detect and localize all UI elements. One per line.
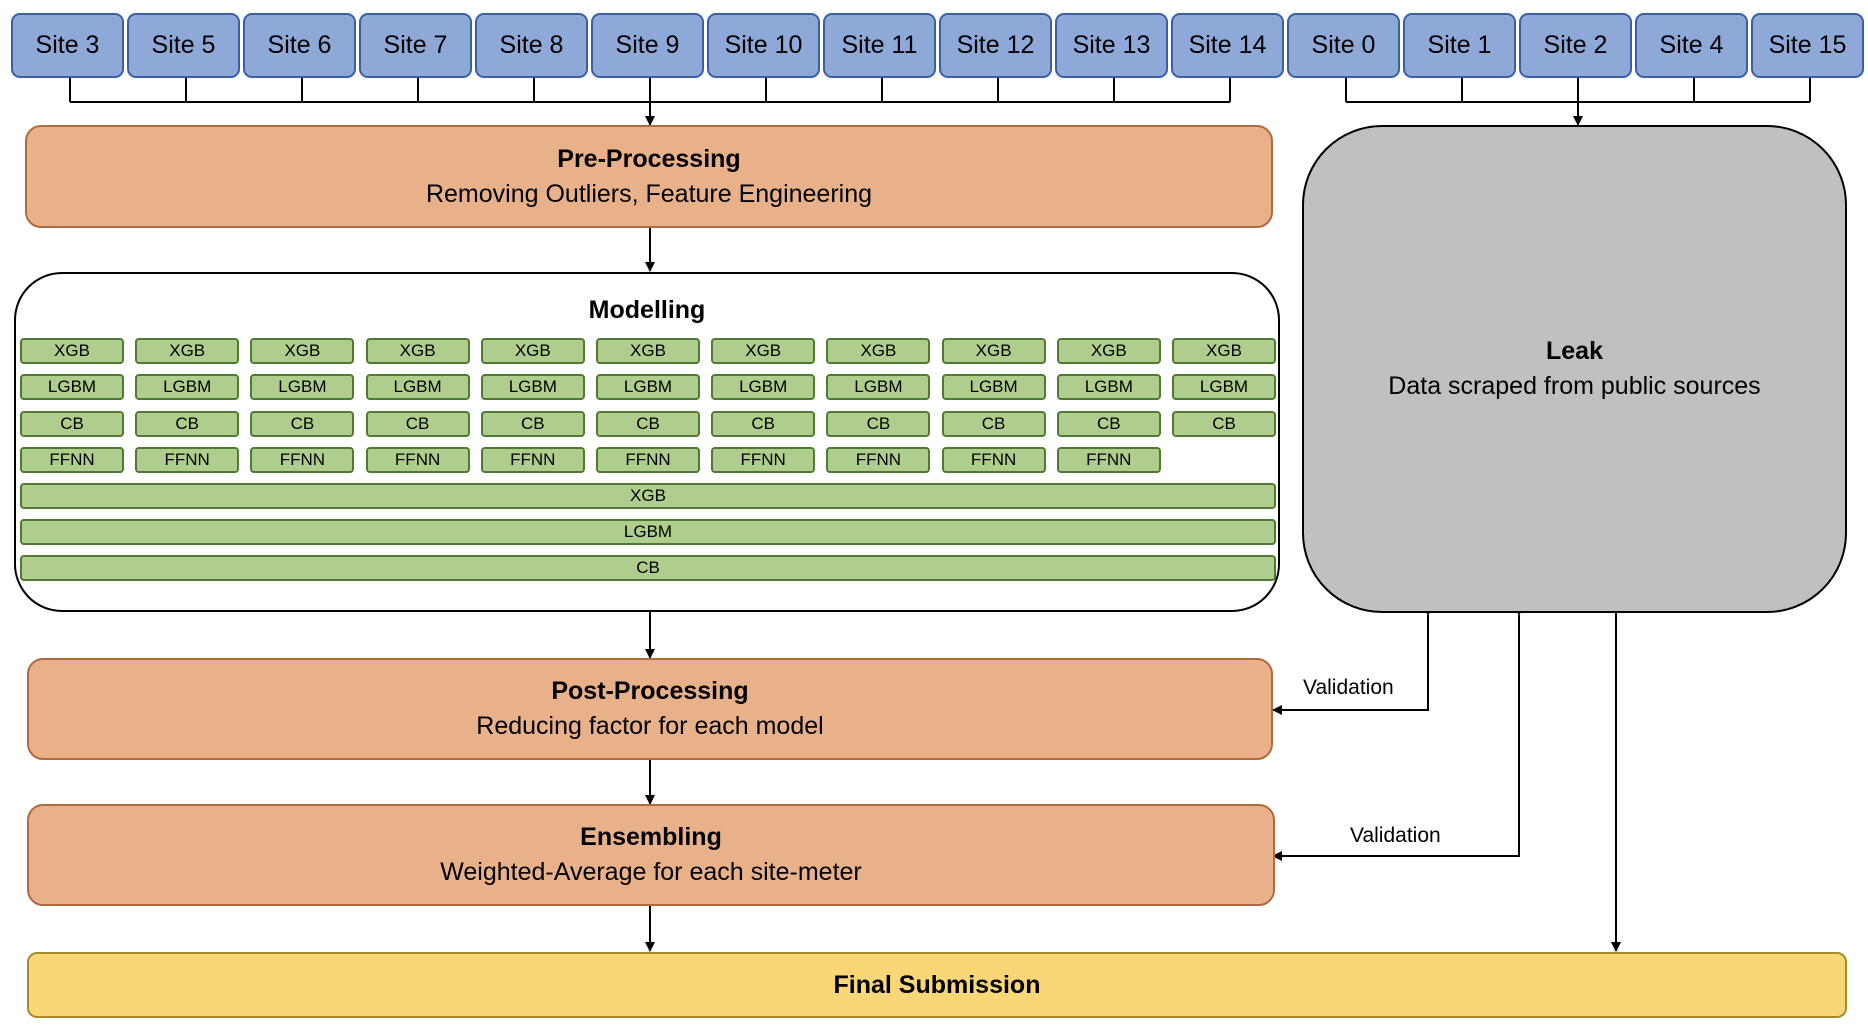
model-cb-9: CB <box>1056 411 1161 437</box>
model-xgb-8: XGB <box>941 338 1046 364</box>
site-box-left-6: Site 10 <box>707 13 820 78</box>
model-xgb-4: XGB <box>480 338 585 364</box>
model-lgbm-0: LGBM <box>20 374 124 400</box>
postprocessing-title: Post-Processing <box>551 677 749 705</box>
model-ffnn-4: FFNN <box>480 447 585 473</box>
model-xgb-6: XGB <box>711 338 816 364</box>
site-box-right-0: Site 0 <box>1287 13 1400 78</box>
global-model-cb: CB <box>20 555 1276 581</box>
model-ffnn-9: FFNN <box>1056 447 1161 473</box>
model-lgbm-1: LGBM <box>135 374 240 400</box>
model-ffnn-3: FFNN <box>365 447 470 473</box>
model-lgbm-5: LGBM <box>596 374 700 400</box>
site-box-left-10: Site 14 <box>1171 13 1284 78</box>
model-cb-8: CB <box>941 411 1046 437</box>
postprocessing-box: Post-Processing Reducing factor for each… <box>27 658 1273 760</box>
site-box-left-8: Site 12 <box>939 13 1052 78</box>
model-cb-1: CB <box>135 411 240 437</box>
model-lgbm-10: LGBM <box>1172 374 1276 400</box>
model-row-cb: CB CB CB CB CB CB CB CB CB CB CB <box>20 411 1276 437</box>
model-xgb-2: XGB <box>250 338 355 364</box>
final-submission-title: Final Submission <box>833 970 1041 999</box>
site-box-left-2: Site 6 <box>243 13 356 78</box>
modelling-title: Modelling <box>588 296 706 324</box>
model-cb-7: CB <box>826 411 931 437</box>
model-cb-2: CB <box>250 411 355 437</box>
model-ffnn-7: FFNN <box>826 447 931 473</box>
model-ffnn-5: FFNN <box>596 447 700 473</box>
site-box-left-7: Site 11 <box>823 13 936 78</box>
site-box-left-0: Site 3 <box>11 13 124 78</box>
model-row-lgbm: LGBM LGBM LGBM LGBM LGBM LGBM LGBM LGBM LGBM LGBM… <box>20 374 1276 400</box>
model-ffnn-6: FFNN <box>711 447 816 473</box>
site-box-left-4: Site 8 <box>475 13 588 78</box>
preprocessing-subtitle: Removing Outliers, Feature Engineering <box>425 179 873 208</box>
preprocessing-box: Pre-Processing Removing Outliers, Featur… <box>25 125 1273 228</box>
final-submission-box: Final Submission <box>27 952 1847 1018</box>
leak-title: Leak <box>1546 337 1603 365</box>
preprocessing-title: Pre-Processing <box>557 144 741 173</box>
model-lgbm-9: LGBM <box>1056 374 1161 400</box>
model-xgb-9: XGB <box>1056 338 1161 364</box>
postprocessing-subtitle: Reducing factor for each model <box>476 712 824 740</box>
site-box-left-3: Site 7 <box>359 13 472 78</box>
model-xgb-7: XGB <box>826 338 931 364</box>
model-lgbm-6: LGBM <box>711 374 816 400</box>
leak-box: Leak Data scraped from public sources <box>1302 125 1847 613</box>
model-cb-3: CB <box>365 411 470 437</box>
model-ffnn-8: FFNN <box>941 447 1046 473</box>
model-xgb-0: XGB <box>20 338 124 364</box>
site-box-left-1: Site 5 <box>127 13 240 78</box>
validation-label-ensembling: Validation <box>1350 824 1441 848</box>
model-lgbm-2: LGBM <box>250 374 355 400</box>
site-box-right-1: Site 1 <box>1403 13 1516 78</box>
model-ffnn-0: FFNN <box>20 447 124 473</box>
ensembling-title: Ensembling <box>580 823 722 851</box>
model-lgbm-4: LGBM <box>480 374 585 400</box>
validation-label-postprocessing: Validation <box>1303 676 1394 700</box>
leak-subtitle: Data scraped from public sources <box>1388 372 1761 400</box>
model-xgb-10: XGB <box>1172 338 1276 364</box>
model-lgbm-3: LGBM <box>365 374 470 400</box>
model-row-ffnn: FFNN FFNN FFNN FFNN FFNN FFNN FFNN FFNN FFNN FFNN <box>20 447 1276 473</box>
site-box-right-4: Site 15 <box>1751 13 1864 78</box>
model-ffnn-1: FFNN <box>135 447 240 473</box>
global-model-xgb: XGB <box>20 483 1276 509</box>
model-xgb-1: XGB <box>135 338 240 364</box>
model-cb-4: CB <box>480 411 585 437</box>
model-xgb-3: XGB <box>365 338 470 364</box>
site-box-left-5: Site 9 <box>591 13 704 78</box>
model-cb-0: CB <box>20 411 124 437</box>
model-ffnn-2: FFNN <box>250 447 355 473</box>
model-cb-5: CB <box>596 411 700 437</box>
model-xgb-5: XGB <box>596 338 700 364</box>
model-cb-10: CB <box>1172 411 1276 437</box>
model-lgbm-8: LGBM <box>941 374 1046 400</box>
model-cb-6: CB <box>711 411 816 437</box>
site-box-left-9: Site 13 <box>1055 13 1168 78</box>
ensembling-box: Ensembling Weighted-Average for each sit… <box>27 804 1275 906</box>
model-row-xgb: XGB XGB XGB XGB XGB XGB XGB XGB XGB XGB XGB <box>20 338 1276 364</box>
site-box-right-3: Site 4 <box>1635 13 1748 78</box>
global-model-lgbm: LGBM <box>20 519 1276 545</box>
model-lgbm-7: LGBM <box>826 374 931 400</box>
site-box-right-2: Site 2 <box>1519 13 1632 78</box>
ensembling-subtitle: Weighted-Average for each site-meter <box>440 858 862 886</box>
